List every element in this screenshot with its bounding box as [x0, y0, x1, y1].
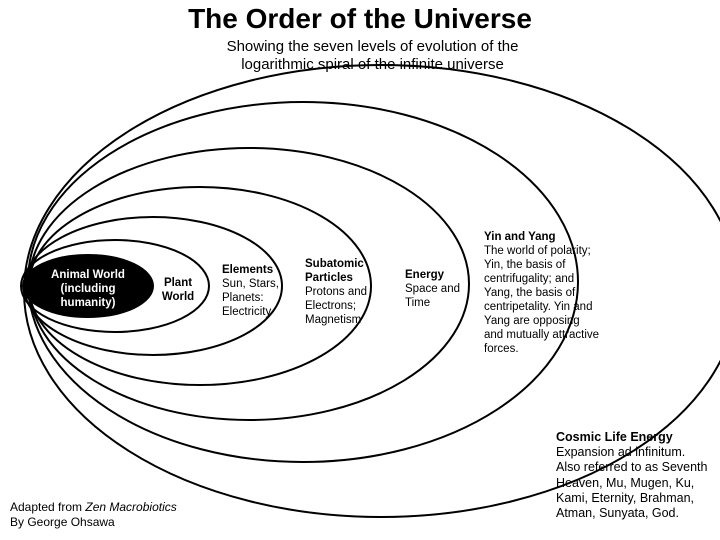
credit-book-title: Zen Macrobiotics: [85, 500, 177, 514]
label-line: Also referred to as Seventh: [556, 460, 708, 475]
label-line: Animal World: [51, 269, 125, 281]
elements-label: Elements Sun, Stars, Planets: Electricit…: [222, 263, 292, 319]
label-heading: Subatomic: [305, 258, 364, 270]
label-line: Yang, the basis of: [484, 287, 576, 299]
label-line: Atman, Sunyata, God.: [556, 506, 679, 521]
credit-line: Adapted from Zen Macrobiotics: [10, 500, 177, 515]
animal-world-label: Animal World (including humanity): [26, 268, 150, 310]
page-title: The Order of the Universe: [188, 3, 532, 34]
label-heading: Cosmic Life Energy: [556, 430, 673, 444]
label-line: Heaven, Mu, Mugen, Ku,: [556, 475, 695, 490]
cosmic-life-energy-label: Cosmic Life Energy Expansion ad infinitu…: [556, 430, 720, 521]
label-line: forces.: [484, 343, 519, 355]
label-line: humanity): [60, 297, 116, 309]
label-line: Plant: [163, 277, 193, 289]
label-line: centripetality. Yin and: [484, 301, 593, 313]
label-line: Space and: [405, 283, 460, 295]
label-line: Electricity: [222, 306, 272, 318]
label-line: World: [161, 291, 195, 303]
label-line: Yin, the basis of: [484, 259, 566, 271]
label-line: Magnetism: [305, 314, 362, 326]
label-line: The world of polarity;: [484, 245, 591, 257]
label-heading: Energy: [405, 269, 444, 281]
source-credit: Adapted from Zen Macrobiotics By George …: [10, 500, 177, 530]
label-line: Sun, Stars,: [222, 278, 279, 290]
energy-label: Energy Space and Time: [405, 268, 475, 310]
label-line: Time: [405, 297, 431, 309]
subtitle-line: logarithmic spiral of the infinite unive…: [241, 56, 504, 73]
animal-world-ellipse: [22, 254, 154, 318]
label-line: centrifugality; and: [484, 273, 575, 285]
label-line: and mutually attractive: [484, 329, 600, 341]
credit-prefix: Adapted from: [10, 500, 86, 514]
label-line: Protons and: [305, 286, 368, 298]
page-subtitle: Showing the seven levels of evolution of…: [0, 38, 720, 74]
plant-world-ellipse: [20, 239, 210, 333]
credit-author: By George Ohsawa: [10, 515, 115, 529]
label-heading: Particles: [305, 272, 353, 284]
yin-yang-label: Yin and Yang The world of polarity; Yin,…: [484, 230, 612, 356]
label-line: Kami, Eternity, Brahman,: [556, 490, 695, 505]
label-heading: Elements: [222, 264, 274, 276]
label-line: Electrons;: [305, 300, 357, 312]
label-line: (including: [60, 283, 116, 295]
label-line: Planets:: [222, 292, 264, 304]
label-line: Yang are opposing: [484, 315, 580, 327]
plant-world-label: Plant World: [158, 276, 198, 304]
subtitle-line: Showing the seven levels of evolution of…: [226, 38, 519, 55]
label-line: Expansion ad infinitum.: [556, 445, 686, 460]
label-heading: Yin and Yang: [484, 231, 556, 243]
subatomic-particles-label: Subatomic Particles Protons and Electron…: [305, 257, 385, 327]
